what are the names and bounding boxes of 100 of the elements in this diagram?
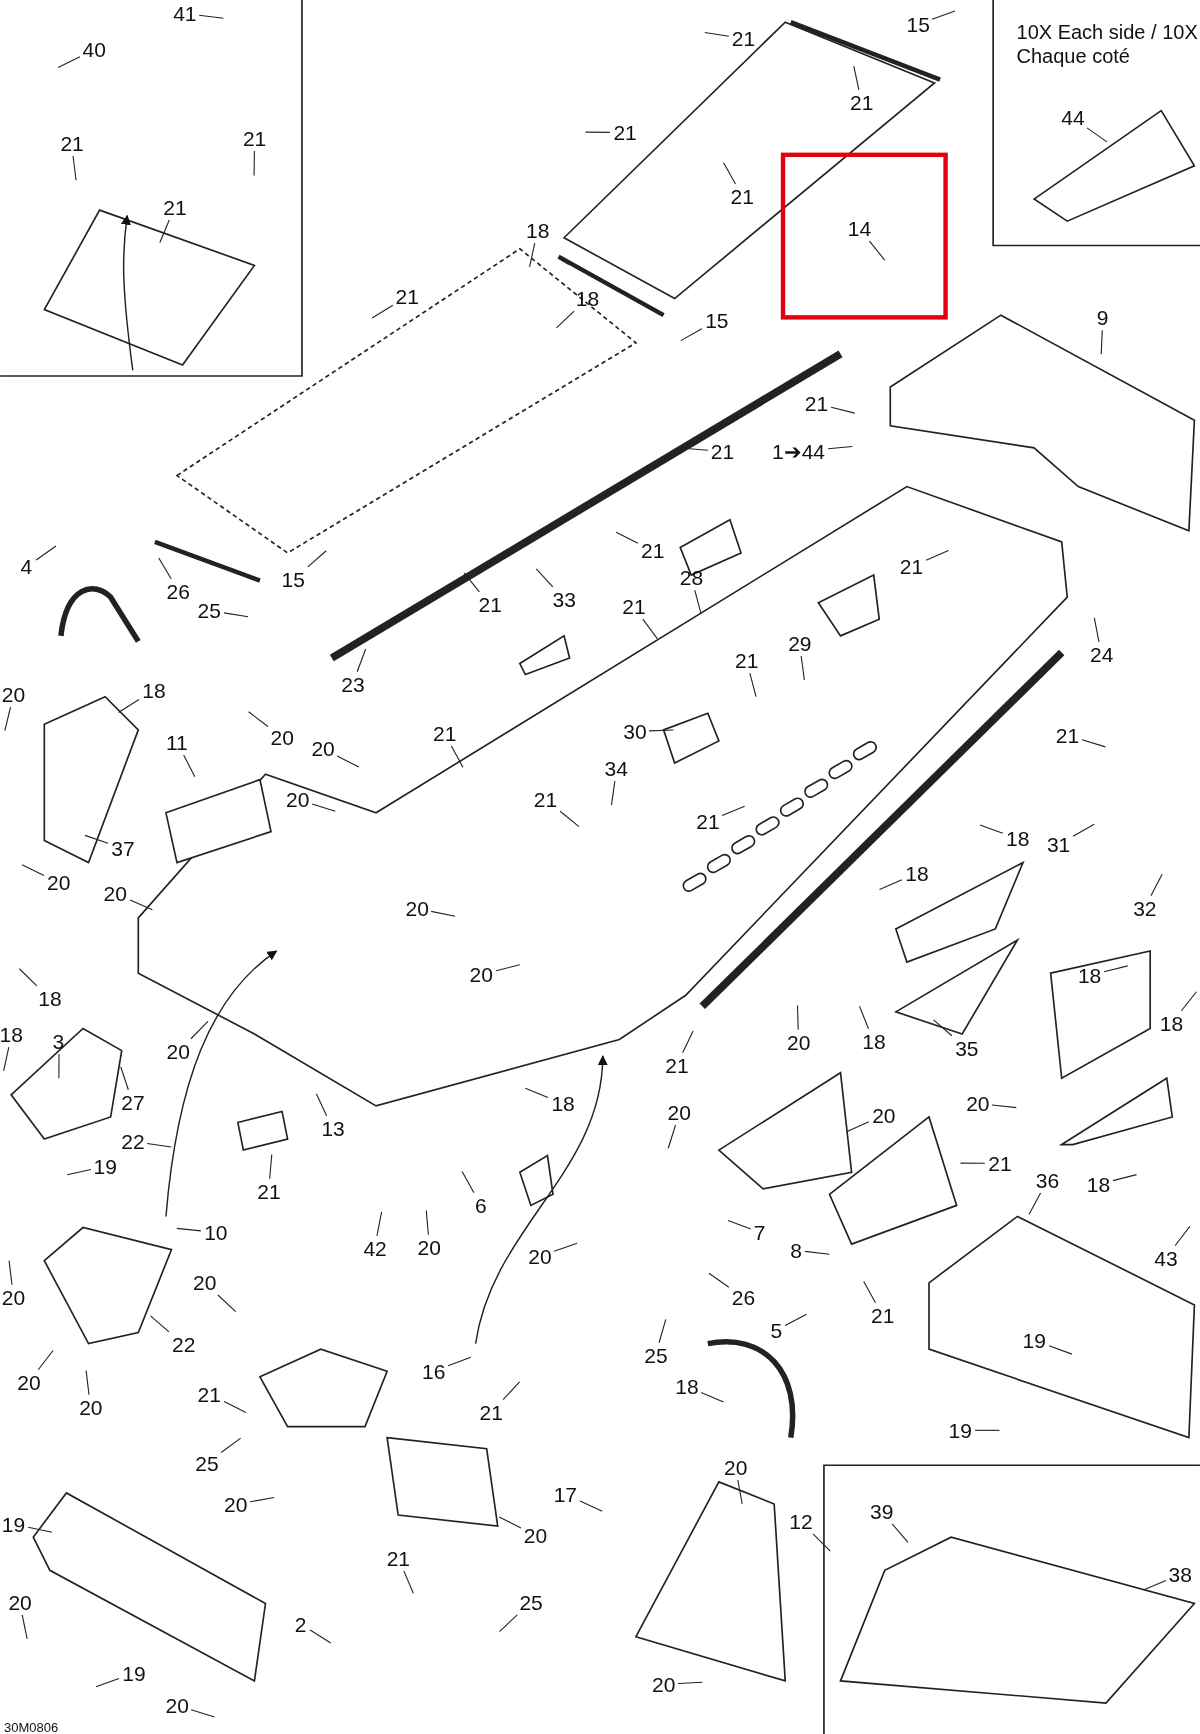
drawing-number: 30M0806 xyxy=(3,1719,59,1734)
callout-number: 21 xyxy=(393,284,421,308)
callout-number: 27 xyxy=(119,1091,147,1115)
callout-number: 17 xyxy=(551,1482,579,1506)
leader-line xyxy=(891,1523,909,1543)
callout-number: 21 xyxy=(802,392,831,416)
callout-number: 36 xyxy=(1033,1168,1062,1192)
callout-number: 21 xyxy=(1053,723,1082,747)
callout-number: 18 xyxy=(524,218,552,242)
leader-line xyxy=(1086,127,1108,143)
callout-number: 18 xyxy=(549,1092,577,1116)
leader-line xyxy=(183,754,196,778)
leader-line xyxy=(700,1391,725,1403)
leader-line xyxy=(868,240,886,261)
callout-number: 20 xyxy=(309,737,337,761)
callout-number: 19 xyxy=(120,1661,148,1685)
leader-line xyxy=(269,1153,273,1180)
callout-number: 20 xyxy=(467,962,495,986)
callout-number: 21 xyxy=(897,554,926,578)
leader-line xyxy=(1150,873,1163,897)
leader-line xyxy=(677,1681,703,1685)
leader-line xyxy=(58,1053,60,1079)
leader-line xyxy=(198,14,224,19)
leader-line xyxy=(18,968,38,987)
callout-number: 18 xyxy=(0,1022,25,1046)
callout-number: 18 xyxy=(903,862,931,886)
leader-line xyxy=(784,1313,808,1327)
callout-number: 21 xyxy=(728,185,756,209)
leader-line xyxy=(1103,965,1129,973)
leader-line xyxy=(356,648,367,673)
callout-number: 21 xyxy=(195,1383,223,1407)
callout-number: 19 xyxy=(91,1155,119,1179)
callout-number: 4 xyxy=(18,554,35,578)
leader-line xyxy=(223,1401,247,1414)
leader-line xyxy=(129,899,153,911)
leader-line xyxy=(85,1370,90,1396)
callout-number: 39 xyxy=(867,1500,896,1524)
callout-number: 44 xyxy=(1059,105,1087,129)
callout-number: 19 xyxy=(1020,1328,1048,1352)
leader-line xyxy=(336,755,360,768)
leader-line xyxy=(447,1356,472,1367)
callout-number: 21 xyxy=(58,132,86,156)
leader-line xyxy=(524,1087,549,1098)
leader-line xyxy=(1100,329,1103,355)
callout-number: 8 xyxy=(788,1239,804,1263)
leader-line xyxy=(615,531,639,544)
callout-number: 20 xyxy=(785,1031,813,1055)
callout-number: 25 xyxy=(642,1344,670,1368)
callout-number: 25 xyxy=(195,599,223,622)
leader-line xyxy=(812,1533,831,1552)
callout-number: 11 xyxy=(163,730,190,754)
leader-line xyxy=(642,618,658,640)
leader-line xyxy=(21,1614,28,1640)
callout-number: 22 xyxy=(119,1129,147,1153)
callout-number: 20 xyxy=(163,1693,191,1717)
leader-line xyxy=(1112,1174,1138,1182)
leader-line xyxy=(737,1479,743,1505)
leader-line xyxy=(498,1614,518,1633)
leader-line xyxy=(176,1227,202,1232)
callout-number: 20 xyxy=(6,1591,34,1615)
callout-number: 20 xyxy=(77,1396,105,1420)
leader-line xyxy=(315,1093,328,1117)
leader-line xyxy=(959,1162,986,1164)
callout-number: 20 xyxy=(521,1523,550,1547)
leader-line xyxy=(117,699,140,714)
callout-number: 21 xyxy=(620,594,648,618)
callout-number: 21 xyxy=(694,810,722,834)
callout-number: 6 xyxy=(473,1194,489,1217)
callout-number: 20 xyxy=(526,1244,554,1268)
leader-line xyxy=(150,1315,170,1333)
leader-line xyxy=(1180,991,1198,1012)
leader-line xyxy=(879,879,903,891)
callout-number: 20 xyxy=(222,1492,250,1516)
leader-line xyxy=(796,1004,799,1031)
leader-line xyxy=(682,1030,694,1054)
callout-number: 2 xyxy=(292,1613,309,1637)
callout-number: 21 xyxy=(986,1152,1014,1175)
leader-line xyxy=(425,1209,429,1236)
leader-line xyxy=(723,162,737,185)
leader-line xyxy=(863,1280,877,1304)
callout-number: 21 xyxy=(476,593,504,617)
callout-number: 25 xyxy=(193,1451,221,1475)
leader-line xyxy=(158,557,172,580)
leader-line xyxy=(146,1142,172,1148)
callout-number: 15 xyxy=(703,309,731,333)
leader-line xyxy=(371,304,394,319)
leader-line xyxy=(704,31,730,37)
leader-line xyxy=(932,1019,953,1037)
leader-line xyxy=(749,672,757,698)
leader-line xyxy=(217,1294,237,1313)
callout-number: 21 xyxy=(431,721,459,745)
leader-line xyxy=(190,1020,209,1040)
callout-number: 21 xyxy=(848,91,876,115)
callout-number: 18 xyxy=(860,1030,888,1054)
callout-number: 21 xyxy=(708,439,737,463)
callout-number: 20 xyxy=(191,1271,219,1295)
leader-line xyxy=(253,150,255,176)
leader-line xyxy=(248,711,269,727)
leader-line xyxy=(120,1066,129,1091)
callout-number: 41 xyxy=(171,1,199,25)
